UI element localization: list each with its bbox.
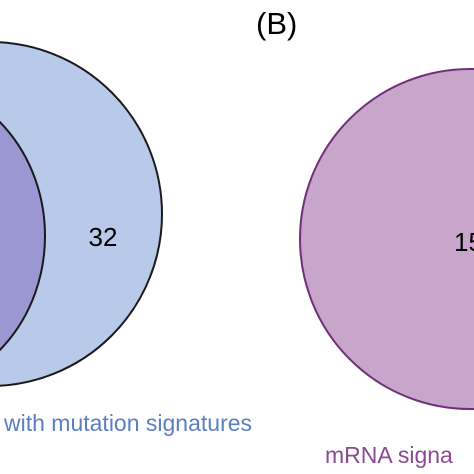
panel-a-outer-circle <box>0 41 163 387</box>
panel-b-label: (B) <box>256 6 297 41</box>
panel-b-count: 15 <box>454 227 474 257</box>
panel-a-inner-circle <box>0 120 46 352</box>
panel-b-circle <box>299 68 474 410</box>
panel-b-caption: mRNA signa <box>325 442 453 468</box>
panel-a-caption: with mutation signatures <box>3 410 252 436</box>
panel-a-outer-count: 32 <box>89 222 118 252</box>
